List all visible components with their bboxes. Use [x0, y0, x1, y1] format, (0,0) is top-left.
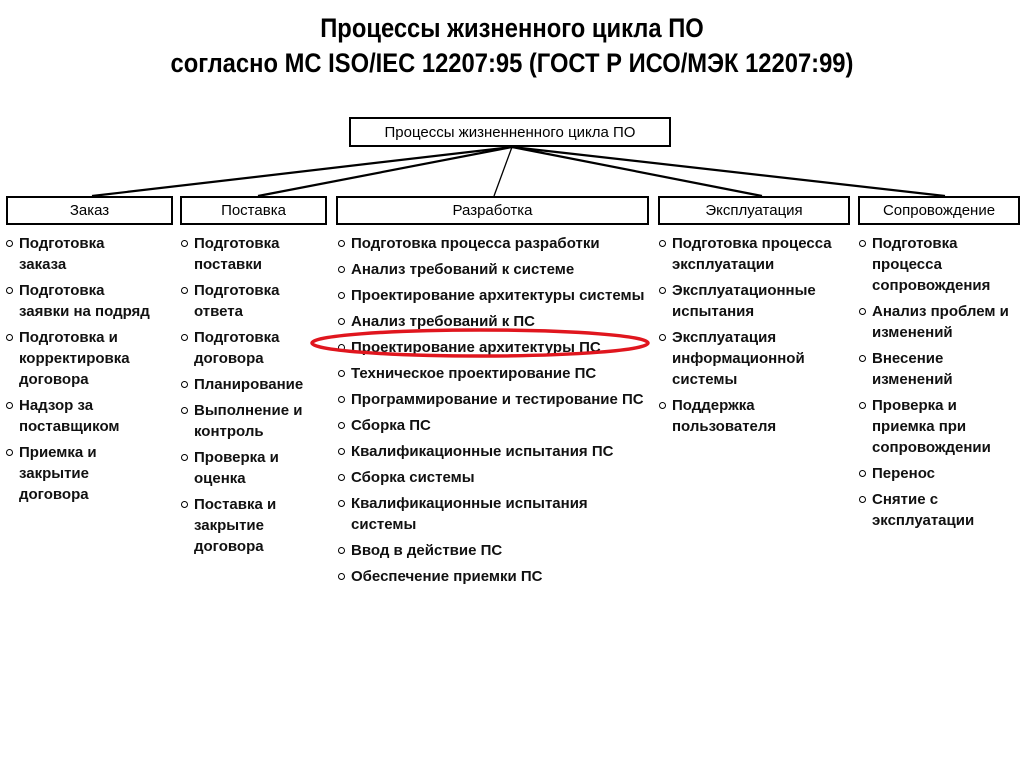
list-item: Подготовка заказа [5, 233, 155, 275]
list-item: Анализ проблем и изменений [858, 301, 1023, 343]
list-item: Сборка ПС [337, 415, 647, 436]
list-item: Ввод в действие ПС [337, 540, 647, 561]
bullet-icon [6, 334, 13, 341]
bullet-icon [338, 500, 345, 507]
list-item: Планирование [180, 374, 330, 395]
bullet-icon [181, 501, 188, 508]
list-item: Подготовка договора [180, 327, 330, 369]
list-item: Подготовка поставки [180, 233, 330, 275]
page-title-line1: Процессы жизненного цикла ПО [320, 13, 704, 43]
supply-process-list: Подготовка поставки Подготовка ответа По… [180, 233, 330, 562]
bullet-icon [338, 474, 345, 481]
category-box-development: Разработка [336, 196, 649, 225]
development-process-list: Подготовка процесса разработки Анализ тр… [337, 233, 647, 592]
bullet-icon [181, 240, 188, 247]
bullet-icon [338, 396, 345, 403]
list-item: Проверка и оценка [180, 447, 330, 489]
list-item: Подготовка ответа [180, 280, 330, 322]
list-item: Надзор за поставщиком [5, 395, 155, 437]
bullet-icon [338, 318, 345, 325]
bullet-icon [859, 240, 866, 247]
list-item: Перенос [858, 463, 1023, 484]
bullet-icon [338, 573, 345, 580]
bullet-icon [338, 448, 345, 455]
list-item-highlighted: Анализ требований к ПС [337, 311, 647, 332]
category-box-order: Заказ [6, 196, 173, 225]
list-item: Квалификационные испытания ПС [337, 441, 647, 462]
list-item: Программирование и тестирование ПС [337, 389, 647, 410]
list-item: Подготовка процесса разработки [337, 233, 647, 254]
root-process-box: Процессы жизненненного цикла ПО [349, 117, 671, 147]
list-item: Сборка системы [337, 467, 647, 488]
list-item: Квалификационные испытания системы [337, 493, 647, 535]
order-process-list: Подготовка заказа Подготовка заявки на п… [5, 233, 155, 510]
bullet-icon [659, 240, 666, 247]
bullet-icon [859, 470, 866, 477]
page-title-line2: согласно МС ISO/IEC 12207:95 (ГОСТ Р ИСО… [170, 48, 854, 78]
bullet-icon [6, 287, 13, 294]
list-item: Эксплуатация информационной системы [658, 327, 848, 390]
category-box-supply: Поставка [180, 196, 327, 225]
bullet-icon [659, 334, 666, 341]
bullet-icon [859, 496, 866, 503]
list-item: Выполнение и контроль [180, 400, 330, 442]
bullet-icon [181, 287, 188, 294]
list-item: Проектирование архитектуры ПС [337, 337, 647, 358]
bullet-icon [6, 240, 13, 247]
list-item: Проектирование архитектуры системы [337, 285, 647, 306]
bullet-icon [338, 370, 345, 377]
list-item: Подготовка заявки на подряд [5, 280, 155, 322]
bullet-icon [181, 407, 188, 414]
list-item: Эксплуатационные испытания [658, 280, 848, 322]
list-item: Приемка и закрытие договора [5, 442, 155, 505]
list-item: Проверка и приемка при сопровождении [858, 395, 1023, 458]
list-item: Обеспечение приемки ПС [337, 566, 647, 587]
bullet-icon [181, 381, 188, 388]
list-item: Поставка и закрытие договора [180, 494, 330, 557]
bullet-icon [338, 547, 345, 554]
category-box-operation: Эксплуатация [658, 196, 850, 225]
bullet-icon [181, 454, 188, 461]
list-item: Техническое проектирование ПС [337, 363, 647, 384]
bullet-icon [181, 334, 188, 341]
bullet-icon [338, 422, 345, 429]
bullet-icon [338, 292, 345, 299]
bullet-icon [659, 287, 666, 294]
list-item: Подготовка и корректировка договора [5, 327, 155, 390]
list-item: Поддержка пользователя [658, 395, 848, 437]
bullet-icon [6, 402, 13, 409]
bullet-icon [859, 308, 866, 315]
operation-process-list: Подготовка процесса эксплуатации Эксплуа… [658, 233, 848, 442]
category-box-maintenance: Сопровождение [858, 196, 1020, 225]
list-item: Внесение изменений [858, 348, 1023, 390]
bullet-icon [859, 402, 866, 409]
maintenance-process-list: Подготовка процесса сопровождения Анализ… [858, 233, 1023, 536]
bullet-icon [659, 402, 666, 409]
bullet-icon [338, 240, 345, 247]
list-item: Подготовка процесса сопровождения [858, 233, 1023, 296]
bullet-icon [859, 355, 866, 362]
bullet-icon [338, 344, 345, 351]
bullet-icon [6, 449, 13, 456]
list-item: Анализ требований к системе [337, 259, 647, 280]
list-item: Подготовка процесса эксплуатации [658, 233, 848, 275]
bullet-icon [338, 266, 345, 273]
list-item: Снятие с эксплуатации [858, 489, 1023, 531]
